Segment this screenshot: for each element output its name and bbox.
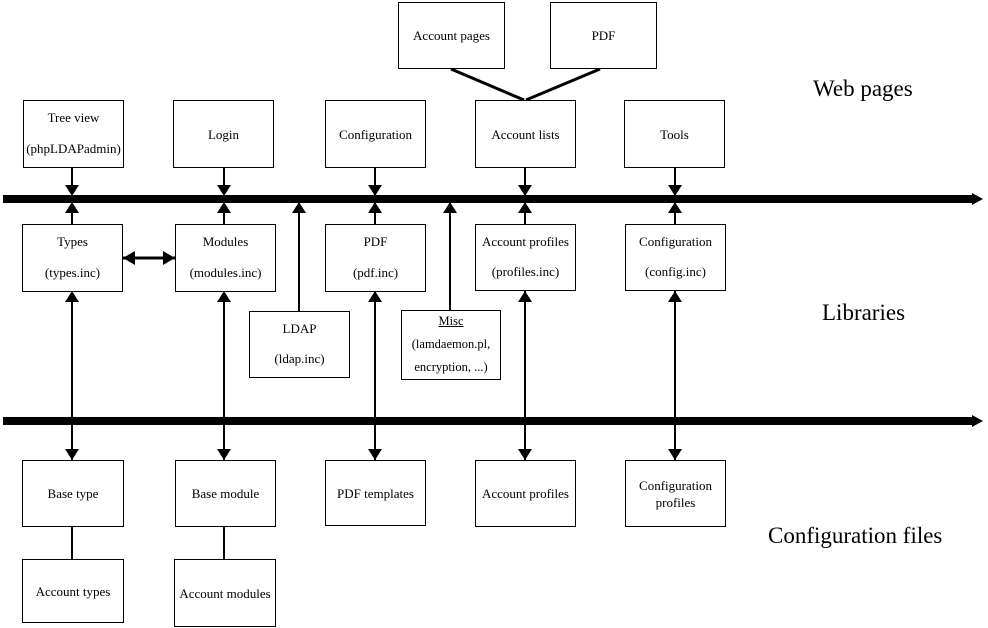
- arrowhead-down-icon: [518, 449, 532, 460]
- arrowhead-up-icon: [443, 202, 457, 213]
- arrowhead-up-icon: [292, 202, 306, 213]
- node-pdf-templates: PDF templates: [325, 460, 426, 526]
- node-label: Account profiles: [481, 234, 569, 249]
- bus-right-tip: [972, 193, 983, 205]
- node-account-profiles-lib: Account profiles (profiles.inc): [475, 224, 576, 291]
- node-label: Configuration: [339, 126, 412, 142]
- arrow-types-basetype: [65, 291, 79, 460]
- node-label: Account types: [35, 583, 111, 599]
- node-account-modules: Account modules: [174, 559, 276, 627]
- arrow-modules-basemodule: [217, 291, 231, 460]
- node-label: Tools: [660, 126, 689, 142]
- section-label-configuration-files: Configuration files: [768, 523, 943, 548]
- node-base-type: Base type: [22, 460, 124, 527]
- node-label: Base type: [47, 486, 99, 501]
- arrowhead-up-icon: [368, 291, 382, 302]
- node-label: LDAP: [282, 321, 317, 336]
- arrowhead-down-icon: [65, 449, 79, 460]
- node-label: Configuration: [639, 234, 712, 249]
- arrow-configlib-configprofiles: [668, 291, 682, 460]
- node-pdf-lib: PDF (pdf.inc): [325, 224, 426, 292]
- arrow-pdflib-pdftemplates: [368, 291, 382, 460]
- node-sublabel: (config.inc): [644, 264, 706, 279]
- connector-login-modules: [217, 167, 231, 224]
- node-sublabel: encryption, ...): [414, 360, 488, 374]
- connector-configuration-pdflib: [368, 167, 382, 224]
- arrowhead-up-icon: [518, 291, 532, 302]
- node-label: PDF templates: [337, 485, 414, 501]
- node-account-types: Account types: [22, 559, 124, 623]
- arrowhead-down-icon: [668, 449, 682, 460]
- arrowhead-up-icon: [217, 291, 231, 302]
- node-configuration-profiles: Configuration profiles: [625, 460, 726, 527]
- node-label: Types: [57, 234, 88, 249]
- node-label: PDF: [591, 28, 616, 43]
- arrow-types-modules: [123, 251, 175, 265]
- node-label: Login: [207, 126, 240, 142]
- node-label: Configuration: [639, 477, 712, 493]
- arrowhead-down-icon: [518, 185, 532, 196]
- node-modules-lib: Modules (modules.inc): [175, 224, 276, 292]
- node-label: Account pages: [413, 28, 490, 43]
- node-base-module: Base module: [175, 460, 276, 527]
- section-label-web-pages: Web pages: [813, 76, 913, 101]
- arrowhead-up-icon: [65, 291, 79, 302]
- node-label: Modules: [202, 234, 249, 249]
- bus-line-web-libraries: [3, 193, 983, 205]
- connector-misc-bus: [443, 202, 457, 310]
- node-tools: Tools: [624, 100, 725, 168]
- node-label: Tree view: [47, 110, 100, 125]
- arrowhead-down-icon: [668, 185, 682, 196]
- node-label: Account lists: [491, 126, 560, 142]
- connector-treeview-types: [65, 167, 79, 224]
- node-label: Misc: [438, 314, 464, 328]
- node-label: Account profiles: [481, 486, 569, 501]
- arrowhead-right-icon: [163, 251, 175, 265]
- node-login: Login: [173, 100, 274, 168]
- arrowhead-down-icon: [217, 185, 231, 196]
- node-account-profiles-file: Account profiles: [475, 460, 576, 527]
- arrowhead-down-icon: [368, 185, 382, 196]
- line-accountpages-accountlists: [450, 67, 525, 102]
- node-ldap-lib: LDAP (ldap.inc): [249, 311, 350, 378]
- connector-ldap-bus: [292, 202, 306, 311]
- node-configuration-page: Configuration: [325, 100, 426, 168]
- arrow-profileslib-profilesfiles: [518, 291, 532, 460]
- section-label-libraries: Libraries: [822, 300, 906, 325]
- node-sublabel: (profiles.inc): [491, 264, 560, 279]
- node-types-lib: Types (types.inc): [22, 224, 123, 292]
- node-label: PDF: [363, 234, 388, 249]
- node-label: Base module: [191, 486, 260, 501]
- node-sublabel: (pdf.inc): [352, 265, 399, 280]
- bus-right-tip: [972, 415, 983, 427]
- node-account-pages: Account pages: [398, 2, 505, 69]
- arrowhead-up-icon: [668, 291, 682, 302]
- line-pdf-accountlists: [525, 67, 601, 102]
- node-pdf-page: PDF: [550, 2, 657, 69]
- node-account-lists: Account lists: [475, 100, 576, 168]
- arrowhead-down-icon: [65, 185, 79, 196]
- node-sublabel: (phpLDAPadmin): [26, 141, 121, 156]
- node-sublabel: (types.inc): [44, 265, 101, 280]
- arrowhead-down-icon: [368, 449, 382, 460]
- node-misc-lib: Misc (lamdaemon.pl, encryption, ...): [401, 310, 501, 380]
- node-sublabel: (lamdaemon.pl,: [411, 337, 491, 351]
- bus-line-libraries-configfiles: [3, 415, 983, 427]
- node-configuration-lib: Configuration (config.inc): [625, 224, 726, 291]
- node-tree-view: Tree view (phpLDAPadmin): [23, 100, 124, 168]
- node-label: profiles: [655, 494, 696, 510]
- connector-tools-configlib: [668, 167, 682, 224]
- node-sublabel: (ldap.inc): [274, 351, 325, 366]
- arrowhead-left-icon: [123, 251, 135, 265]
- connector-accountlists-profileslib: [518, 167, 532, 224]
- node-label: Account modules: [179, 585, 271, 601]
- arrowhead-down-icon: [217, 449, 231, 460]
- node-sublabel: (modules.inc): [189, 265, 262, 280]
